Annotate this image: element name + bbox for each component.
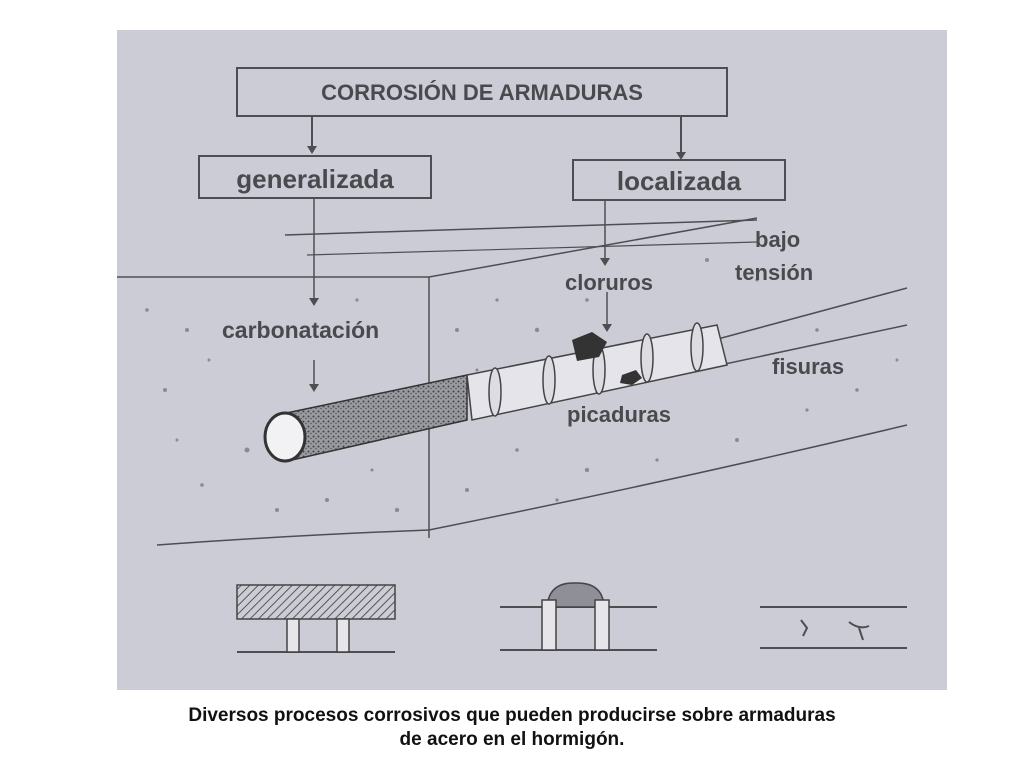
steel-bar: [263, 322, 728, 463]
diagram-svg: CORROSIÓN DE ARMADURAS generalizada loca…: [117, 67, 908, 653]
title-box: CORROSIÓN DE ARMADURAS: [236, 67, 728, 117]
chlorides-label: cloruros: [565, 270, 653, 295]
concrete-block: [117, 217, 908, 546]
generalized-box: generalizada: [198, 155, 432, 199]
localized-label: localizada: [617, 166, 742, 196]
detail-localized: [500, 582, 657, 651]
pitting-label: picaduras: [567, 402, 671, 427]
cause-arrows: [309, 198, 612, 392]
generalized-label: generalizada: [236, 164, 394, 194]
under-tension-label-1: bajo: [755, 227, 800, 252]
corrosion-diagram-figure: CORROSIÓN DE ARMADURAS generalizada loca…: [117, 30, 947, 690]
localized-box: localizada: [572, 159, 786, 201]
detail-generalized: [236, 584, 396, 653]
caption-line-2: de acero en el hormigón.: [399, 729, 625, 750]
under-tension-label-2: tensión: [735, 260, 813, 285]
cracks-label: fisuras: [772, 354, 844, 379]
diagram-title: CORROSIÓN DE ARMADURAS: [321, 80, 643, 105]
carbonation-label: carbonatación: [222, 317, 379, 343]
aggregate-specks: [145, 258, 899, 513]
detail-cracks: [760, 606, 907, 649]
caption: Diversos procesos corrosivos que pueden …: [0, 704, 1024, 752]
caption-line-1: Diversos procesos corrosivos que pueden …: [188, 705, 836, 726]
title-arrows: [307, 116, 686, 160]
